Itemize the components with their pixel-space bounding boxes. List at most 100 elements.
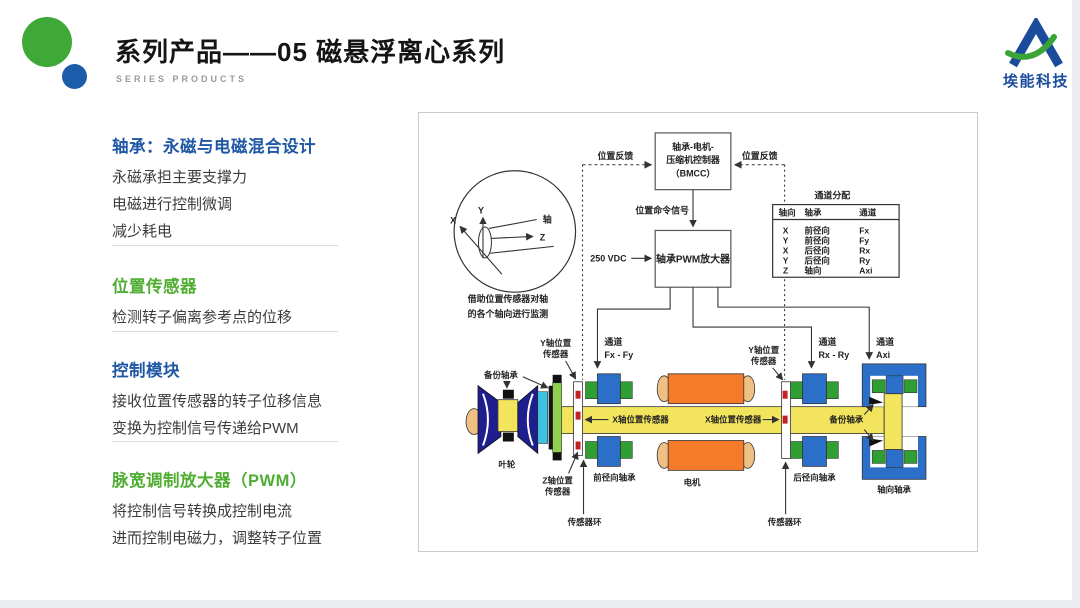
impeller [465, 374, 562, 461]
table-cell: 轴向 [805, 265, 822, 275]
sensor-ring-left-label: 传感器环 [567, 517, 602, 527]
impeller-label: 叶轮 [498, 459, 515, 469]
table-cell: Rx [859, 245, 870, 255]
sensor-ring-right [781, 381, 791, 459]
blue-circle-icon [62, 64, 87, 89]
divider [112, 441, 338, 442]
page-subtitle: SERIES PRODUCTS [116, 74, 248, 84]
section-heading: 控制模块 [112, 362, 180, 380]
inset-z-label: Z [540, 232, 546, 242]
motor [656, 373, 756, 471]
table-header: 轴承 [805, 208, 822, 218]
vdc-label: 250 VDC [590, 253, 627, 263]
y-sensor-right-label-2: 传感器 [750, 356, 777, 366]
front-radial-bearing [585, 373, 633, 467]
section-line: 接收位置传感器的转子位移信息 [112, 393, 323, 410]
machine-labels: 备份轴承 Y轴位置 传感器 Y轴位置 传感器 X轴位置传感器 X轴位置传感器 备… [483, 338, 912, 527]
table-cell: Fy [859, 235, 869, 245]
company-logo: 埃能科技 [994, 18, 1072, 94]
z-sensor-label-2: 传感器 [544, 486, 571, 496]
inset-x-label: X [450, 215, 456, 225]
company-logo-icon [1005, 18, 1063, 68]
motor-label: 电机 [684, 477, 701, 487]
channel-axial-label-2: Axi [876, 350, 890, 360]
section-line: 检测转子偏离参考点的位移 [112, 309, 293, 326]
rotor-shaft [561, 406, 885, 434]
channel-rear-label-2: Rx - Ry [818, 350, 849, 360]
sensor-ring-right-label: 传感器环 [767, 517, 802, 527]
bmcc-line-3: （BMCC） [671, 169, 716, 179]
table-cell: Y [783, 235, 789, 245]
channel-rear-line [692, 287, 816, 369]
table-cell: X [783, 225, 789, 235]
channel-axial-label-1: 通道 [876, 336, 894, 347]
divider [112, 331, 338, 332]
feedback-left-label: 位置反馈 [597, 150, 633, 161]
section-line: 电磁进行控制微调 [112, 196, 233, 213]
table-title: 通道分配 [815, 190, 851, 201]
divider [112, 245, 338, 246]
channel-front-label-1: 通道 [604, 336, 622, 347]
table-cell: 前径向 [805, 225, 830, 235]
front-bearing-label: 前径向轴承 [593, 472, 636, 482]
position-feedback-right: 位置反馈 [733, 150, 786, 380]
section-bearing: 轴承：永磁与电磁混合设计 永磁承担主要支撑力 电磁进行控制微调 减少耗电 [112, 133, 352, 245]
thrust-disc [883, 393, 903, 450]
z-sensor-label-1: Z轴位置 [542, 475, 573, 485]
inset-caption-1: 借助位置传感器对轴 [467, 293, 549, 304]
section-line: 变换为控制信号传递给PWM [112, 420, 299, 437]
section-line: 永磁承担主要支撑力 [112, 169, 248, 186]
table-cell: Ry [859, 255, 870, 265]
y-sensor-left-label-1: Y轴位置 [540, 338, 572, 348]
channel-rear-label-1: 通道 [818, 336, 836, 347]
channel-front-label-2: Fx - Fy [604, 350, 633, 360]
channel-front-line [593, 287, 671, 369]
bmcc-box: 轴承-电机- 压缩机控制器 （BMCC） [654, 132, 732, 191]
slide: 系列产品——05 磁悬浮离心系列 SERIES PRODUCTS 埃能科技 轴承… [0, 0, 1072, 600]
table-cell: 后径向 [805, 245, 830, 255]
axial-bearing-label: 轴向轴承 [877, 484, 911, 494]
green-circle-icon [22, 17, 72, 67]
bmcc-line-1: 轴承-电机- [672, 141, 714, 152]
backup-bearing-left-label: 备份轴承 [483, 370, 518, 380]
pwm-label: 轴承PWM放大器 [656, 252, 731, 265]
table-cell: X [783, 245, 789, 255]
section-line: 将控制信号转换成控制电流 [112, 503, 293, 520]
section-pwm: 脉宽调制放大器（PWM） 将控制信号转换成控制电流 进而控制电磁力，调整转子位置 [112, 467, 352, 552]
page-title: 系列产品——05 磁悬浮离心系列 [115, 37, 506, 67]
table-cell: Fx [859, 225, 869, 235]
section-heading: 脉宽调制放大器（PWM） [112, 472, 307, 490]
y-sensor-right-label-1: Y轴位置 [748, 345, 780, 355]
table-cell: Axi [859, 265, 872, 275]
table-header: 轴向 [779, 208, 796, 218]
table-cell: 后径向 [805, 255, 830, 265]
table-cell: Y [783, 255, 789, 265]
table-cell: Z [783, 265, 788, 275]
y-sensor-left-label-2: 传感器 [542, 349, 569, 359]
section-heading: 轴承：永磁与电磁混合设计 [112, 138, 316, 156]
table-cell: 前径向 [805, 235, 830, 245]
inset-axis-label: 轴 [543, 214, 552, 225]
channel-table: 通道分配 轴向 轴承 通道 X 前径向 Fx Y 前径向 Fy X 后径向 Rx… [772, 190, 900, 278]
section-line: 进而控制电磁力，调整转子位置 [112, 530, 323, 547]
axis-inset: Y X Z 轴 借助位置传感器对轴 的各个轴向进行监测 [450, 170, 577, 319]
pwm-box: 轴承PWM放大器 [654, 229, 732, 288]
command-label: 位置命令信号 [635, 205, 689, 216]
section-heading: 位置传感器 [112, 278, 197, 296]
position-feedback-left: 位置反馈 [581, 150, 653, 380]
system-diagram: Y X Z 轴 借助位置传感器对轴 的各个轴向进行监测 位置反馈 位置反馈 [450, 132, 927, 527]
section-line: 减少耗电 [112, 223, 173, 240]
channel-axial-line [717, 287, 874, 360]
x-sensor-left-label: X轴位置传感器 [612, 415, 669, 425]
company-name: 埃能科技 [1002, 73, 1069, 90]
bmcc-line-2: 压缩机控制器 [666, 154, 721, 165]
rear-bearing-label: 后径向轴承 [793, 472, 836, 482]
sidebar: 轴承：永磁与电磁混合设计 永磁承担主要支撑力 电磁进行控制微调 减少耗电 位置传… [112, 133, 352, 573]
inset-y-label: Y [478, 206, 484, 216]
rear-radial-bearing [790, 373, 839, 467]
sensor-ring-left [573, 381, 583, 456]
axial-bearing [861, 363, 927, 480]
section-control-module: 控制模块 接收位置传感器的转子位移信息 变换为控制信号传递给PWM [112, 357, 352, 442]
x-sensor-right-label: X轴位置传感器 [705, 415, 762, 425]
inset-caption-2: 的各个轴向进行监测 [468, 308, 549, 319]
